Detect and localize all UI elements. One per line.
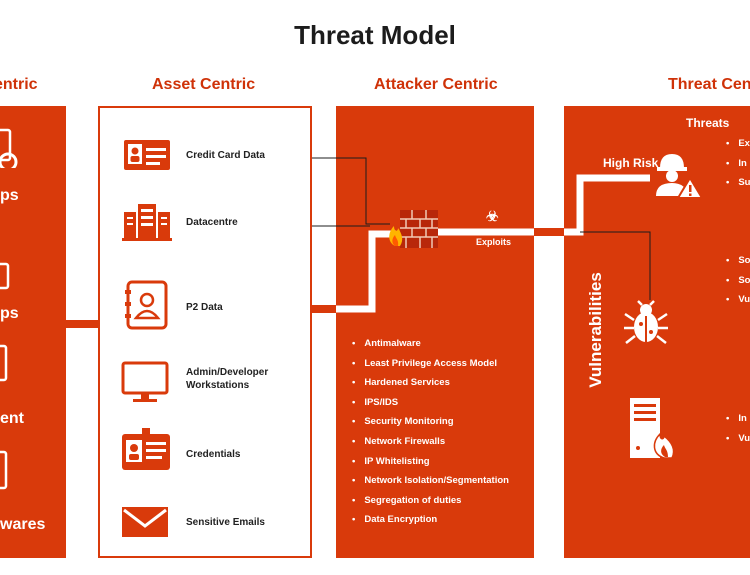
device-icon bbox=[0, 344, 8, 382]
asset-label-datacentre: Datacentre bbox=[186, 217, 238, 228]
threats-list-top: Ex In Su bbox=[726, 134, 750, 193]
bug-line bbox=[580, 231, 651, 300]
column-heading-attacker: Attacker Centric bbox=[374, 76, 498, 93]
credit-card-icon bbox=[124, 140, 170, 170]
bug-icon bbox=[624, 300, 668, 344]
control-item: Segregation of duties bbox=[352, 491, 509, 511]
threats-list-bottom: In Vu bbox=[726, 409, 750, 448]
threats-list-mid: So So Vu bbox=[726, 251, 750, 310]
threats-heading: Threats bbox=[686, 116, 730, 130]
control-item: Network Isolation/Segmentation bbox=[352, 471, 509, 491]
threat-item: Su bbox=[726, 173, 750, 193]
control-item: IPS/IDS bbox=[352, 393, 509, 413]
threat-item: In bbox=[726, 409, 750, 429]
control-item: Antimalware bbox=[352, 334, 509, 354]
asset-label-credit-card: Credit Card Data bbox=[186, 150, 265, 161]
left-label-1: ps bbox=[0, 187, 19, 204]
asset-panel bbox=[98, 106, 312, 558]
left-panel bbox=[0, 106, 66, 558]
asset-label-credentials: Credentials bbox=[186, 449, 241, 460]
contact-book-icon bbox=[125, 280, 168, 330]
high-risk-path bbox=[564, 174, 650, 236]
exploits-label: Exploits bbox=[476, 237, 512, 247]
threat-item: Vu bbox=[726, 290, 750, 310]
firewall-icon bbox=[389, 210, 438, 248]
control-item: Network Firewalls bbox=[352, 432, 509, 452]
hacker-icon bbox=[656, 154, 702, 199]
hardware-icon bbox=[0, 450, 8, 490]
threat-item: Vu bbox=[726, 429, 750, 449]
envelope-icon bbox=[122, 507, 168, 537]
left-label-2: ps bbox=[0, 305, 19, 322]
asset-connector bbox=[310, 305, 338, 313]
threat-item: So bbox=[726, 251, 750, 271]
column-heading-threat: Threat Cen bbox=[668, 76, 750, 93]
control-item: Security Monitoring bbox=[352, 412, 509, 432]
high-risk-label: High Risk bbox=[603, 156, 659, 170]
threat-item: Ex bbox=[726, 134, 750, 154]
mobile-icon bbox=[0, 262, 10, 290]
monitor-icon bbox=[121, 361, 169, 402]
control-item: Hardened Services bbox=[352, 373, 509, 393]
column-heading-asset: Asset Centric bbox=[152, 76, 256, 93]
page-title: Threat Model bbox=[294, 20, 456, 50]
left-label-4: wares bbox=[0, 516, 46, 533]
left-connector bbox=[64, 320, 100, 328]
id-badge-icon bbox=[122, 428, 170, 470]
attacker-threat-connector bbox=[534, 228, 564, 236]
asset-label-sensitive-emails: Sensitive Emails bbox=[186, 517, 265, 528]
threat-item: So bbox=[726, 271, 750, 291]
datacentre-icon bbox=[122, 204, 172, 241]
column-heading-left: entric bbox=[0, 76, 38, 93]
control-item: IP Whitelisting bbox=[352, 452, 509, 472]
p2-path bbox=[336, 230, 396, 313]
controls-list: Antimalware Least Privilege Access Model… bbox=[352, 334, 509, 530]
vulnerabilities-label: Vulnerabilities bbox=[586, 272, 605, 388]
control-item: Least Privilege Access Model bbox=[352, 354, 509, 374]
left-label-3: ent bbox=[0, 410, 24, 427]
app-icon bbox=[0, 128, 18, 168]
threat-item: In bbox=[726, 154, 750, 174]
asset-label-workstations: Admin/Developer Workstations bbox=[186, 367, 269, 391]
server-fire-icon bbox=[630, 398, 675, 459]
control-item: Data Encryption bbox=[352, 510, 509, 530]
asset-label-p2-data: P2 Data bbox=[186, 302, 223, 313]
biohazard-icon: ☣ bbox=[486, 208, 499, 224]
credit-card-line bbox=[312, 157, 390, 225]
